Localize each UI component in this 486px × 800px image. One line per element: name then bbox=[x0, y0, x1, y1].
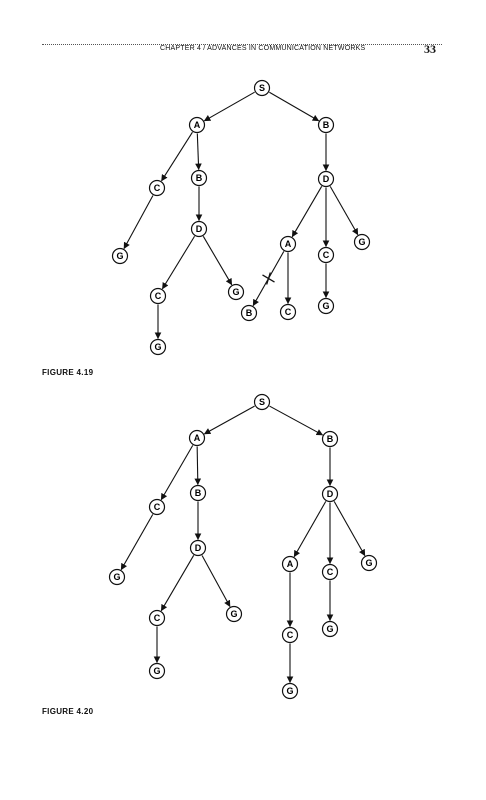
edge-arrow bbox=[202, 236, 233, 286]
figure-caption-4-20: FIGURE 4.20 bbox=[42, 707, 94, 716]
node-label: B bbox=[195, 488, 202, 498]
tree-node-g: G bbox=[108, 568, 126, 586]
node-label: A bbox=[194, 120, 201, 130]
node-label: C bbox=[327, 567, 334, 577]
node-label: D bbox=[327, 489, 334, 499]
tree-node-g: G bbox=[149, 338, 167, 356]
edge-arrow bbox=[194, 446, 202, 486]
figure-caption-4-19: FIGURE 4.19 bbox=[42, 368, 94, 377]
tree-node-g: G bbox=[227, 283, 245, 301]
tree-node-s: S bbox=[253, 393, 271, 411]
tree-node-g: G bbox=[317, 297, 335, 315]
tree-node-a: A bbox=[188, 116, 206, 134]
edge-arrow bbox=[160, 445, 194, 501]
node-label: G bbox=[322, 301, 329, 311]
running-header: CHAPTER 4 / ADVANCES IN COMMUNICATION NE… bbox=[160, 45, 366, 52]
header-rule bbox=[42, 44, 442, 45]
tree-node-c: C bbox=[148, 609, 166, 627]
tree-node-c: C bbox=[148, 179, 166, 197]
tree-node-c: C bbox=[148, 498, 166, 516]
node-label: G bbox=[113, 572, 120, 582]
edge-arrow bbox=[123, 195, 154, 250]
tree-node-c: C bbox=[279, 303, 297, 321]
node-label: S bbox=[259, 83, 265, 93]
tree-node-d: D bbox=[317, 170, 335, 188]
node-label: G bbox=[326, 624, 333, 634]
node-label: A bbox=[287, 559, 294, 569]
node-label: G bbox=[232, 287, 239, 297]
tree-diagram-figure-4-20: S A B C B G D C G G D A C G C G G bbox=[108, 393, 378, 700]
node-label: B bbox=[323, 120, 330, 130]
node-label: B bbox=[246, 308, 253, 318]
node-label: D bbox=[195, 543, 202, 553]
tree-node-g: G bbox=[281, 682, 299, 700]
edge-arrow bbox=[161, 235, 196, 290]
tree-node-a: A bbox=[188, 429, 206, 447]
node-label: C bbox=[323, 250, 330, 260]
node-label: C bbox=[285, 307, 292, 317]
tree-node-a: A bbox=[281, 555, 299, 573]
tree-node-c: C bbox=[317, 246, 335, 264]
edge-arrow bbox=[269, 405, 324, 436]
tree-diagram-figure-4-19: S A B C B G D C G G D A C G B C G bbox=[111, 79, 371, 356]
node-label: D bbox=[196, 224, 203, 234]
tree-node-c: C bbox=[281, 626, 299, 644]
tree-node-b: B bbox=[240, 304, 258, 322]
edge-arrow bbox=[329, 186, 359, 236]
node-label: A bbox=[194, 433, 201, 443]
edge-arrow bbox=[203, 405, 255, 435]
blocked-edge-cross-icon bbox=[262, 272, 275, 285]
edge-arrow bbox=[291, 186, 323, 238]
node-label: A bbox=[285, 239, 292, 249]
edge-arrow bbox=[161, 131, 193, 182]
node-label: G bbox=[230, 609, 237, 619]
tree-node-d: D bbox=[321, 485, 339, 503]
node-label: C bbox=[155, 291, 162, 301]
tree-node-b: B bbox=[189, 484, 207, 502]
tree-node-g: G bbox=[148, 662, 166, 680]
node-label: G bbox=[154, 342, 161, 352]
node-label: C bbox=[287, 630, 294, 640]
tree-node-s: S bbox=[253, 79, 271, 97]
tree-node-b: B bbox=[321, 430, 339, 448]
node-label: C bbox=[154, 502, 161, 512]
tree-node-c: C bbox=[149, 287, 167, 305]
node-label: D bbox=[323, 174, 330, 184]
tree-node-g: G bbox=[321, 620, 339, 638]
tree-node-d: D bbox=[189, 539, 207, 557]
node-label: B bbox=[327, 434, 334, 444]
edge-arrow bbox=[333, 501, 366, 557]
node-label: G bbox=[365, 558, 372, 568]
node-label: S bbox=[259, 397, 265, 407]
node-label: G bbox=[358, 237, 365, 247]
edge-arrow bbox=[201, 555, 231, 608]
tree-node-b: B bbox=[190, 169, 208, 187]
edge-arrow bbox=[195, 133, 202, 171]
node-label: C bbox=[154, 183, 161, 193]
tree-node-g: G bbox=[225, 605, 243, 623]
node-label: G bbox=[286, 686, 293, 696]
tree-node-c: C bbox=[321, 563, 339, 581]
edge-arrow bbox=[269, 91, 320, 122]
node-label: C bbox=[154, 613, 161, 623]
edge-arrow bbox=[203, 91, 255, 122]
node-label: G bbox=[153, 666, 160, 676]
edge-arrow bbox=[293, 501, 327, 558]
node-label: B bbox=[196, 173, 203, 183]
tree-node-g: G bbox=[111, 247, 129, 265]
tree-node-a: A bbox=[279, 235, 297, 253]
edge-arrow bbox=[160, 555, 195, 612]
edge-arrow bbox=[120, 514, 154, 571]
tree-node-g: G bbox=[353, 233, 371, 251]
tree-node-g: G bbox=[360, 554, 378, 572]
tree-node-d: D bbox=[190, 220, 208, 238]
page-number: 33 bbox=[424, 42, 436, 56]
tree-node-b: B bbox=[317, 116, 335, 134]
node-label: G bbox=[116, 251, 123, 261]
